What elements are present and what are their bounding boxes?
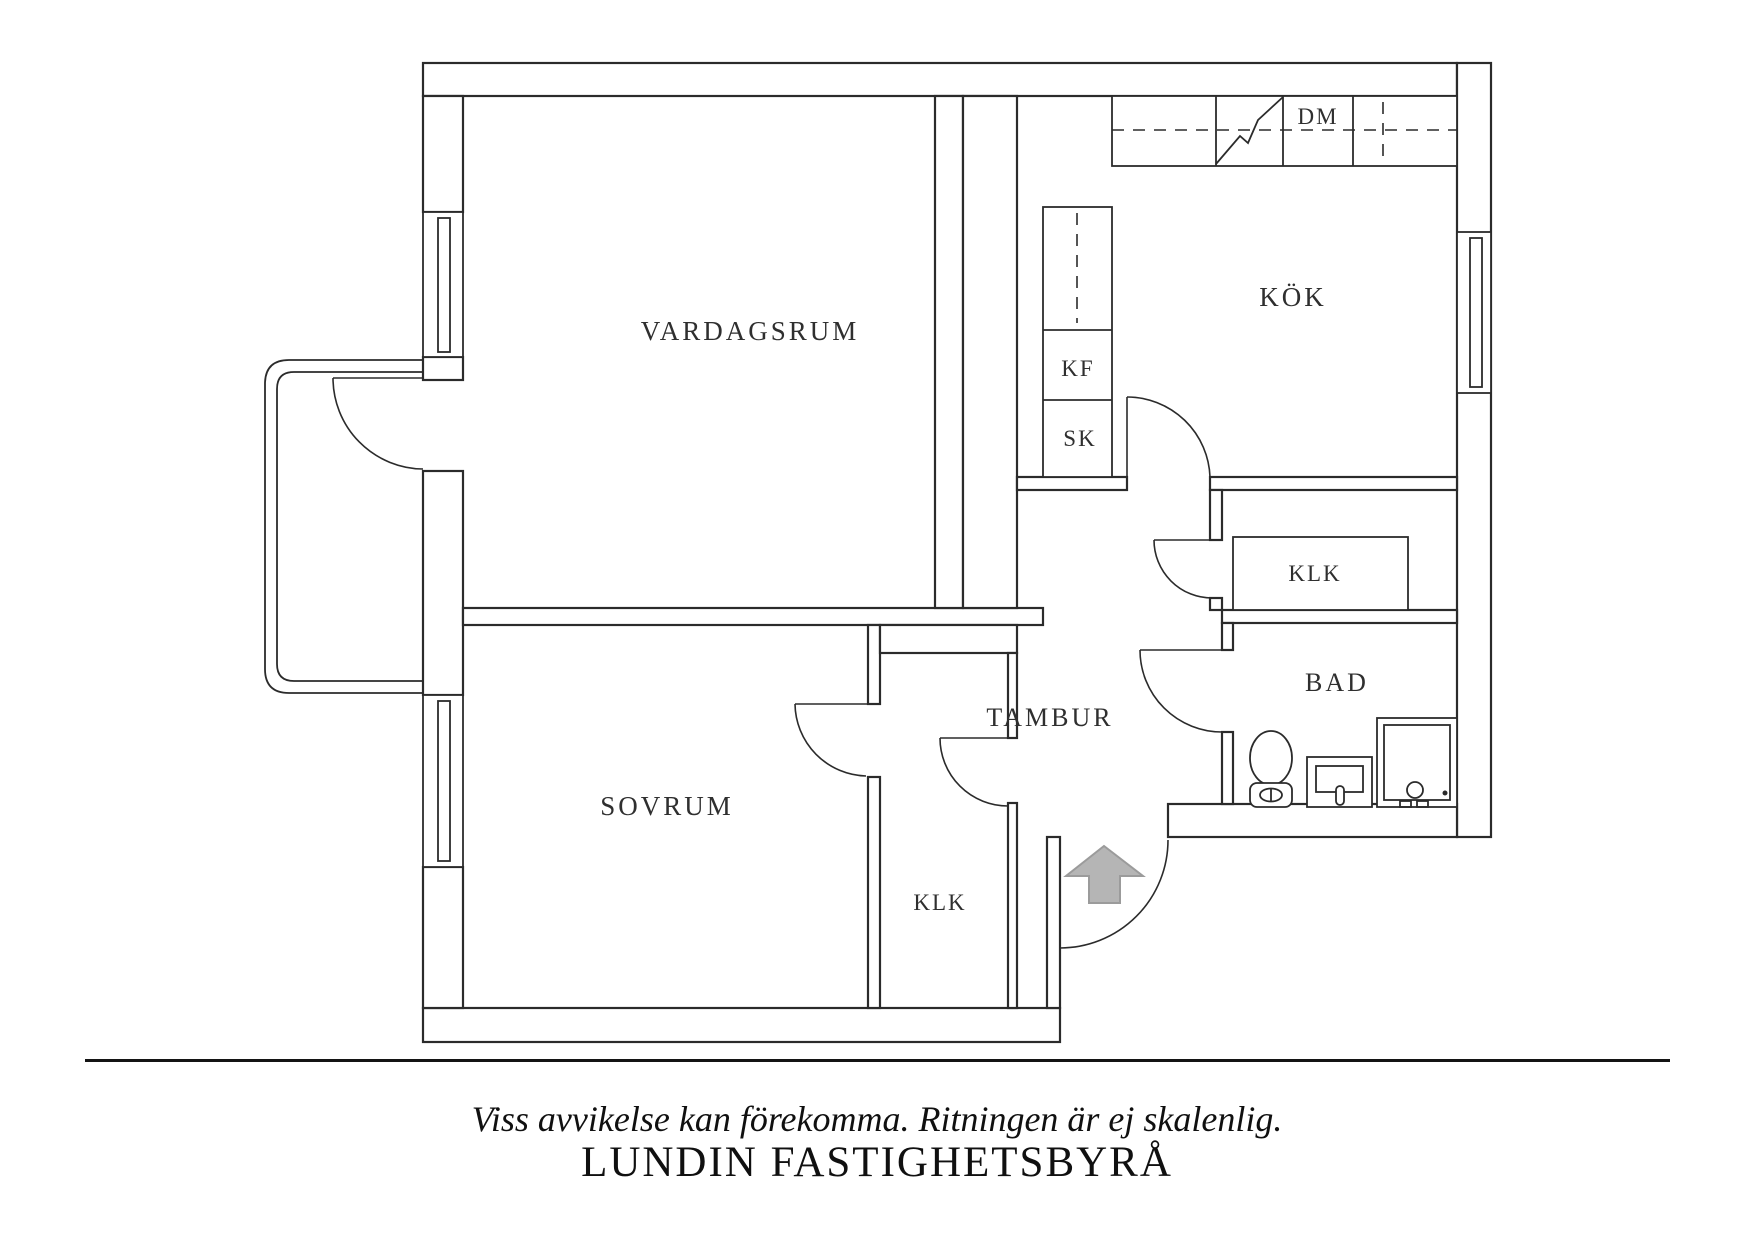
brand-name: LUNDIN FASTIGHETSBYRÅ (581, 1139, 1173, 1186)
label-sovrum: SOVRUM (600, 791, 734, 821)
window-left-upper-icon (422, 211, 464, 358)
label-tambur: TAMBUR (986, 703, 1113, 732)
sink-icon (1306, 756, 1373, 808)
kitchen-counter (1111, 95, 1458, 167)
stove-icon (1215, 96, 1284, 165)
closet-hall-door-icon (1153, 539, 1213, 599)
shower-icon (1376, 717, 1458, 808)
window-left-lower-icon (422, 694, 464, 868)
kitchen-door-icon (1126, 396, 1211, 478)
room-labels: VARDAGSRUM KÖK SOVRUM TAMBUR BAD KLK KLK… (600, 104, 1369, 915)
label-dm: DM (1297, 104, 1338, 129)
label-bad: BAD (1305, 668, 1369, 697)
doors (332, 377, 1223, 949)
label-klk-entry: KLK (913, 890, 966, 915)
balcony-door-icon (332, 377, 424, 470)
bathroom-door-icon (1139, 649, 1223, 733)
windows (422, 211, 1492, 868)
label-kf: KF (1061, 356, 1094, 381)
kitchen-tall-cabinets (1042, 206, 1113, 478)
entry-door-icon (1059, 839, 1169, 949)
label-sk: SK (1063, 426, 1096, 451)
interior-walls (461, 94, 1459, 1010)
entry-arrow-icon (1063, 844, 1146, 904)
window-kitchen-icon (1456, 231, 1492, 394)
footer-divider (85, 1059, 1670, 1062)
bathroom-fixtures (1249, 717, 1458, 808)
label-kok: KÖK (1259, 282, 1327, 312)
balcony-railing (264, 359, 423, 694)
label-vardagsrum: VARDAGSRUM (641, 316, 860, 346)
closet-shelf (1232, 536, 1409, 611)
label-klk-hall: KLK (1288, 561, 1341, 586)
disclaimer-text: Viss avvikelse kan förekomma. Ritningen … (471, 1099, 1283, 1139)
toilet-icon (1249, 730, 1293, 808)
bedroom-door-icon (794, 703, 868, 777)
closet-bedroom-door-icon (939, 737, 1009, 807)
